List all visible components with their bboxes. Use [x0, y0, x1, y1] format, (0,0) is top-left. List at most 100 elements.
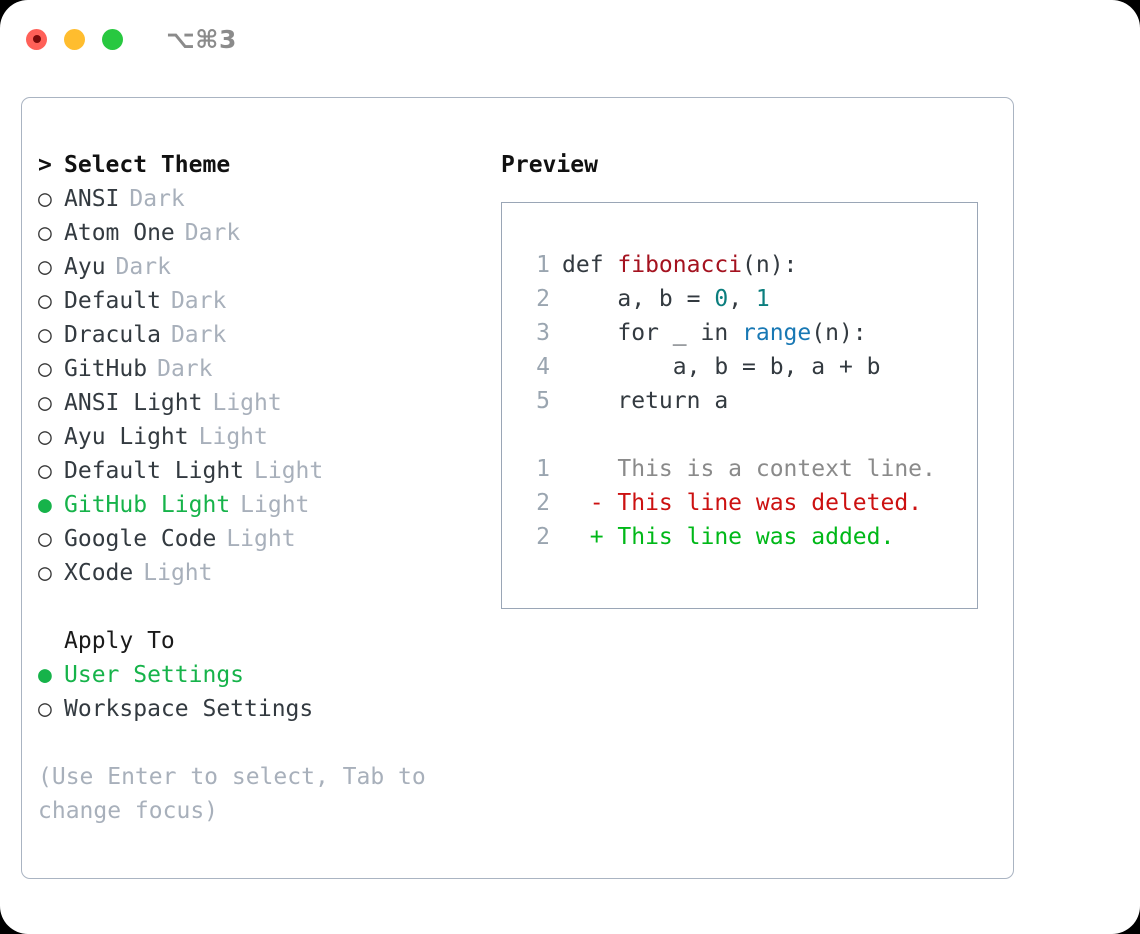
code-line: 1 def fibonacci(n): [524, 248, 977, 282]
theme-category: Dark [129, 186, 185, 212]
theme-category: Dark [184, 220, 241, 246]
theme-category: Light [198, 424, 268, 450]
radio-unselected-icon[interactable]: ○ [38, 322, 52, 348]
prompt-caret-icon: > [38, 152, 52, 178]
preview-title: Preview [501, 152, 598, 178]
diff-sample: 1 This is a context line.2 - This line w… [524, 452, 977, 554]
theme-list-item[interactable]: ○ Default Dark [38, 284, 478, 318]
theme-list-item[interactable]: ○ Default Light Light [38, 454, 478, 488]
code-token: , [728, 286, 756, 312]
theme-list-item[interactable]: ○ Dracula Dark [38, 318, 478, 352]
radio-unselected-icon[interactable]: ○ [38, 560, 52, 586]
theme-category: Dark [170, 288, 227, 314]
diff-line: 2 - This line was deleted. [524, 486, 977, 520]
line-number: 5 [536, 388, 550, 414]
radio-unselected-icon[interactable]: ○ [38, 526, 52, 552]
code-token: def [562, 252, 618, 278]
theme-list-item[interactable]: ○ ANSI Dark [38, 182, 478, 216]
radio-selected-icon[interactable]: ● [38, 662, 52, 688]
line-number: 3 [536, 320, 550, 346]
code-diff-gap [524, 418, 977, 452]
apply-to-option[interactable]: ● User Settings [38, 658, 478, 692]
diff-line: 2 + This line was added. [524, 520, 977, 554]
radio-selected-icon[interactable]: ● [38, 492, 52, 518]
radio-unselected-icon[interactable]: ○ [38, 424, 52, 450]
code-token: 1 [755, 286, 770, 312]
theme-list-item[interactable]: ○ Ayu Light Light [38, 420, 478, 454]
code-token: return a [562, 388, 729, 414]
apply-to-heading: Apply To [64, 628, 175, 654]
theme-name: Ayu [64, 254, 106, 280]
line-number: 1 [536, 456, 550, 482]
radio-unselected-icon[interactable]: ○ [38, 390, 52, 416]
theme-category: Dark [170, 322, 227, 348]
code-text: a, b = b, a + b [562, 350, 881, 384]
theme-category: Light [240, 492, 310, 518]
code-line: 3 for _ in range(n): [524, 316, 977, 350]
line-number: 2 [536, 490, 550, 516]
close-light[interactable] [26, 28, 47, 50]
code-token: for _ in [562, 320, 743, 346]
theme-list-item[interactable]: ○ Atom One Dark [38, 216, 478, 250]
theme-name: Default [64, 288, 161, 314]
theme-category: Light [226, 526, 296, 552]
line-number: 1 [536, 252, 550, 278]
theme-name: GitHub Light [64, 492, 231, 518]
radio-unselected-icon[interactable]: ○ [38, 186, 52, 212]
theme-name: Atom One [64, 220, 175, 246]
radio-unselected-icon[interactable]: ○ [38, 254, 52, 280]
theme-list-item[interactable]: ○ ANSI Light Light [38, 386, 478, 420]
theme-category: Light [254, 458, 324, 484]
code-token: range [742, 320, 812, 346]
apply-to-list: ● User Settings ○Workspace Settings [38, 658, 478, 726]
theme-name: ANSI [64, 186, 120, 212]
traffic-lights [26, 28, 123, 50]
maximize-light[interactable] [102, 28, 123, 50]
code-token: (n): [742, 252, 798, 278]
code-line: 4 a, b = b, a + b [524, 350, 977, 384]
radio-unselected-icon[interactable]: ○ [38, 288, 52, 314]
apply-to-option[interactable]: ○Workspace Settings [38, 692, 478, 726]
theme-category: Light [143, 560, 213, 586]
close-dot [32, 35, 41, 43]
line-number: 4 [536, 354, 550, 380]
select-theme-label: Select Theme [64, 152, 231, 178]
line-number: 2 [536, 286, 550, 312]
theme-category: Light [212, 390, 282, 416]
apply-to-label: User Settings [64, 662, 245, 688]
theme-name: Ayu Light [64, 424, 189, 450]
diff-text: - This line was deleted. [562, 490, 923, 516]
theme-name: Dracula [64, 322, 161, 348]
code-token: a, b = b, a + b [562, 354, 881, 380]
radio-unselected-icon[interactable]: ○ [38, 356, 52, 382]
code-token: a, b = [562, 286, 715, 312]
list-spacer [38, 590, 478, 624]
code-text: a, b = 0, 1 [562, 282, 770, 316]
theme-list-item[interactable]: ● GitHub Light Light [38, 488, 478, 522]
minimize-light[interactable] [64, 28, 85, 50]
code-line: 2 a, b = 0, 1 [524, 282, 977, 316]
theme-name: ANSI Light [64, 390, 203, 416]
diff-line: 1 This is a context line. [524, 452, 977, 486]
code-text: def fibonacci(n): [562, 248, 797, 282]
theme-list-item[interactable]: ○ XCode Light [38, 556, 478, 590]
radio-unselected-icon[interactable]: ○ [38, 458, 52, 484]
code-token: 0 [714, 286, 729, 312]
theme-name: Default Light [64, 458, 245, 484]
theme-name: GitHub [64, 356, 148, 382]
shortcut-label: ⌥⌘3 [166, 24, 237, 54]
theme-name: XCode [64, 560, 134, 586]
radio-unselected-icon[interactable]: ○ [38, 696, 52, 722]
select-theme-header: > Select Theme [38, 148, 478, 182]
radio-unselected-icon[interactable]: ○ [38, 220, 52, 246]
